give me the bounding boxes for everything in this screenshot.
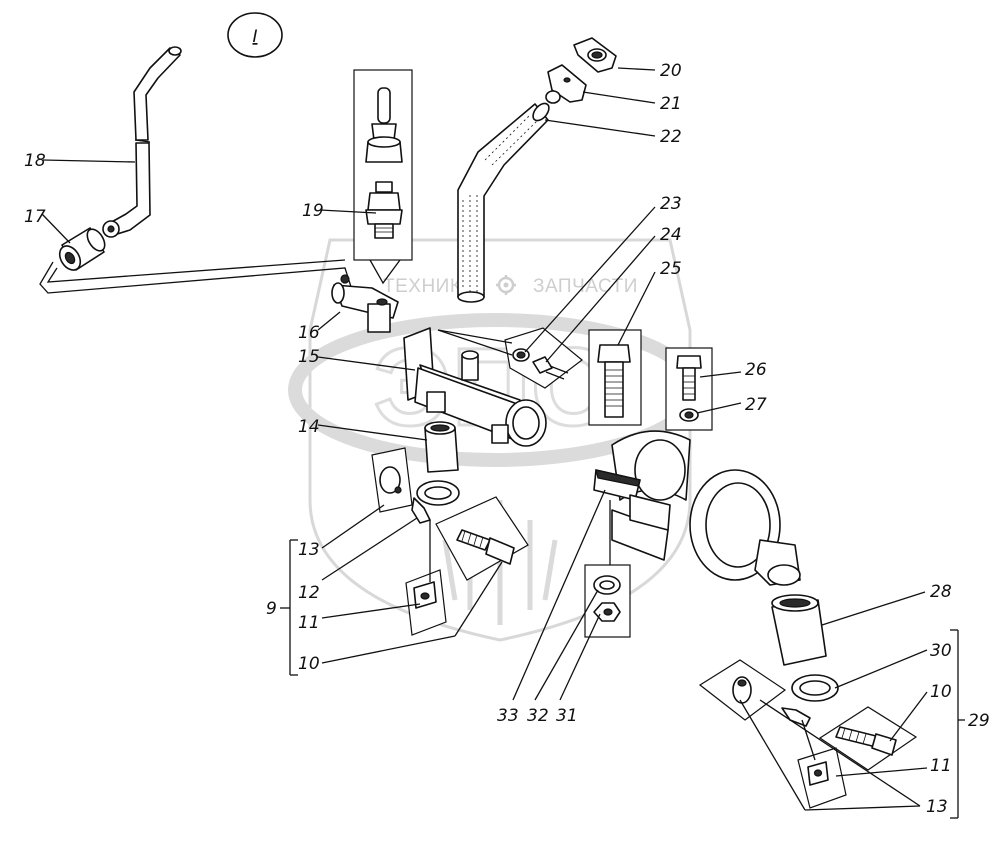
callout-29: 29 <box>968 711 990 731</box>
callout-27: 27 <box>745 395 767 415</box>
clamp-9-group <box>371 447 529 636</box>
part-16-tee <box>331 274 399 333</box>
callout-28: 28 <box>930 582 952 602</box>
view-marker: I <box>227 12 283 58</box>
watermark-text-right: ЗАПЧАСТИ <box>533 276 638 297</box>
callout-32: 32 <box>527 706 549 726</box>
callout-14: 14 <box>298 417 320 437</box>
callout-25: 25 <box>660 259 682 279</box>
feed-pipe-line <box>39 261 353 294</box>
callout-33: 33 <box>497 706 519 726</box>
part-22-hose <box>457 102 550 303</box>
part-28-sleeve <box>771 594 827 666</box>
callout-10-left: 10 <box>298 654 320 674</box>
callout-20: 20 <box>660 61 682 81</box>
callout-15: 15 <box>298 347 320 367</box>
callout-10-right: 10 <box>930 682 952 702</box>
detail-box-26-27 <box>665 347 713 431</box>
clamp-bracket <box>593 430 691 561</box>
callout-21: 21 <box>660 94 682 114</box>
part-15-manifold <box>403 327 547 447</box>
detail-box-25 <box>588 329 642 426</box>
callout-19: 19 <box>302 201 324 221</box>
callout-30: 30 <box>930 641 952 661</box>
callout-13-left: 13 <box>298 540 320 560</box>
callout-22: 22 <box>660 127 682 147</box>
watermark-text-left: ТЕХНИКА <box>383 276 475 297</box>
part-14-sleeve <box>424 421 459 473</box>
watermark-shield <box>308 238 692 642</box>
callout-24: 24 <box>660 225 682 245</box>
part-20-gasket <box>573 37 617 73</box>
part-18-pipe <box>102 46 182 238</box>
callout-18: 18 <box>24 151 46 171</box>
clamp-29-group <box>698 659 918 809</box>
callout-9: 9 <box>266 599 277 619</box>
callout-11-left: 11 <box>298 613 320 633</box>
pump-housing <box>689 469 801 586</box>
callout-26: 26 <box>745 360 767 380</box>
callout-11-right: 11 <box>930 756 952 776</box>
part-21-flange <box>545 64 587 104</box>
gear-icon <box>496 275 516 295</box>
detail-box-31-32 <box>584 500 631 638</box>
callout-13-right: 13 <box>926 797 948 817</box>
feed-pipe-line-2 <box>46 259 346 283</box>
callout-labels: 18 17 19 16 15 14 20 21 22 23 24 25 26 2… <box>24 61 990 817</box>
part-17-sleeve <box>58 227 106 271</box>
detail-box-19 <box>353 69 413 285</box>
callout-16: 16 <box>298 323 320 343</box>
callout-17: 17 <box>24 207 46 227</box>
callout-23: 23 <box>660 194 682 214</box>
bracket-9 <box>280 539 298 676</box>
leader-lines <box>41 67 928 811</box>
callout-12: 12 <box>298 583 320 603</box>
bracket-29 <box>950 629 965 819</box>
view-marker-label: I <box>252 27 257 47</box>
callout-31: 31 <box>556 706 578 726</box>
